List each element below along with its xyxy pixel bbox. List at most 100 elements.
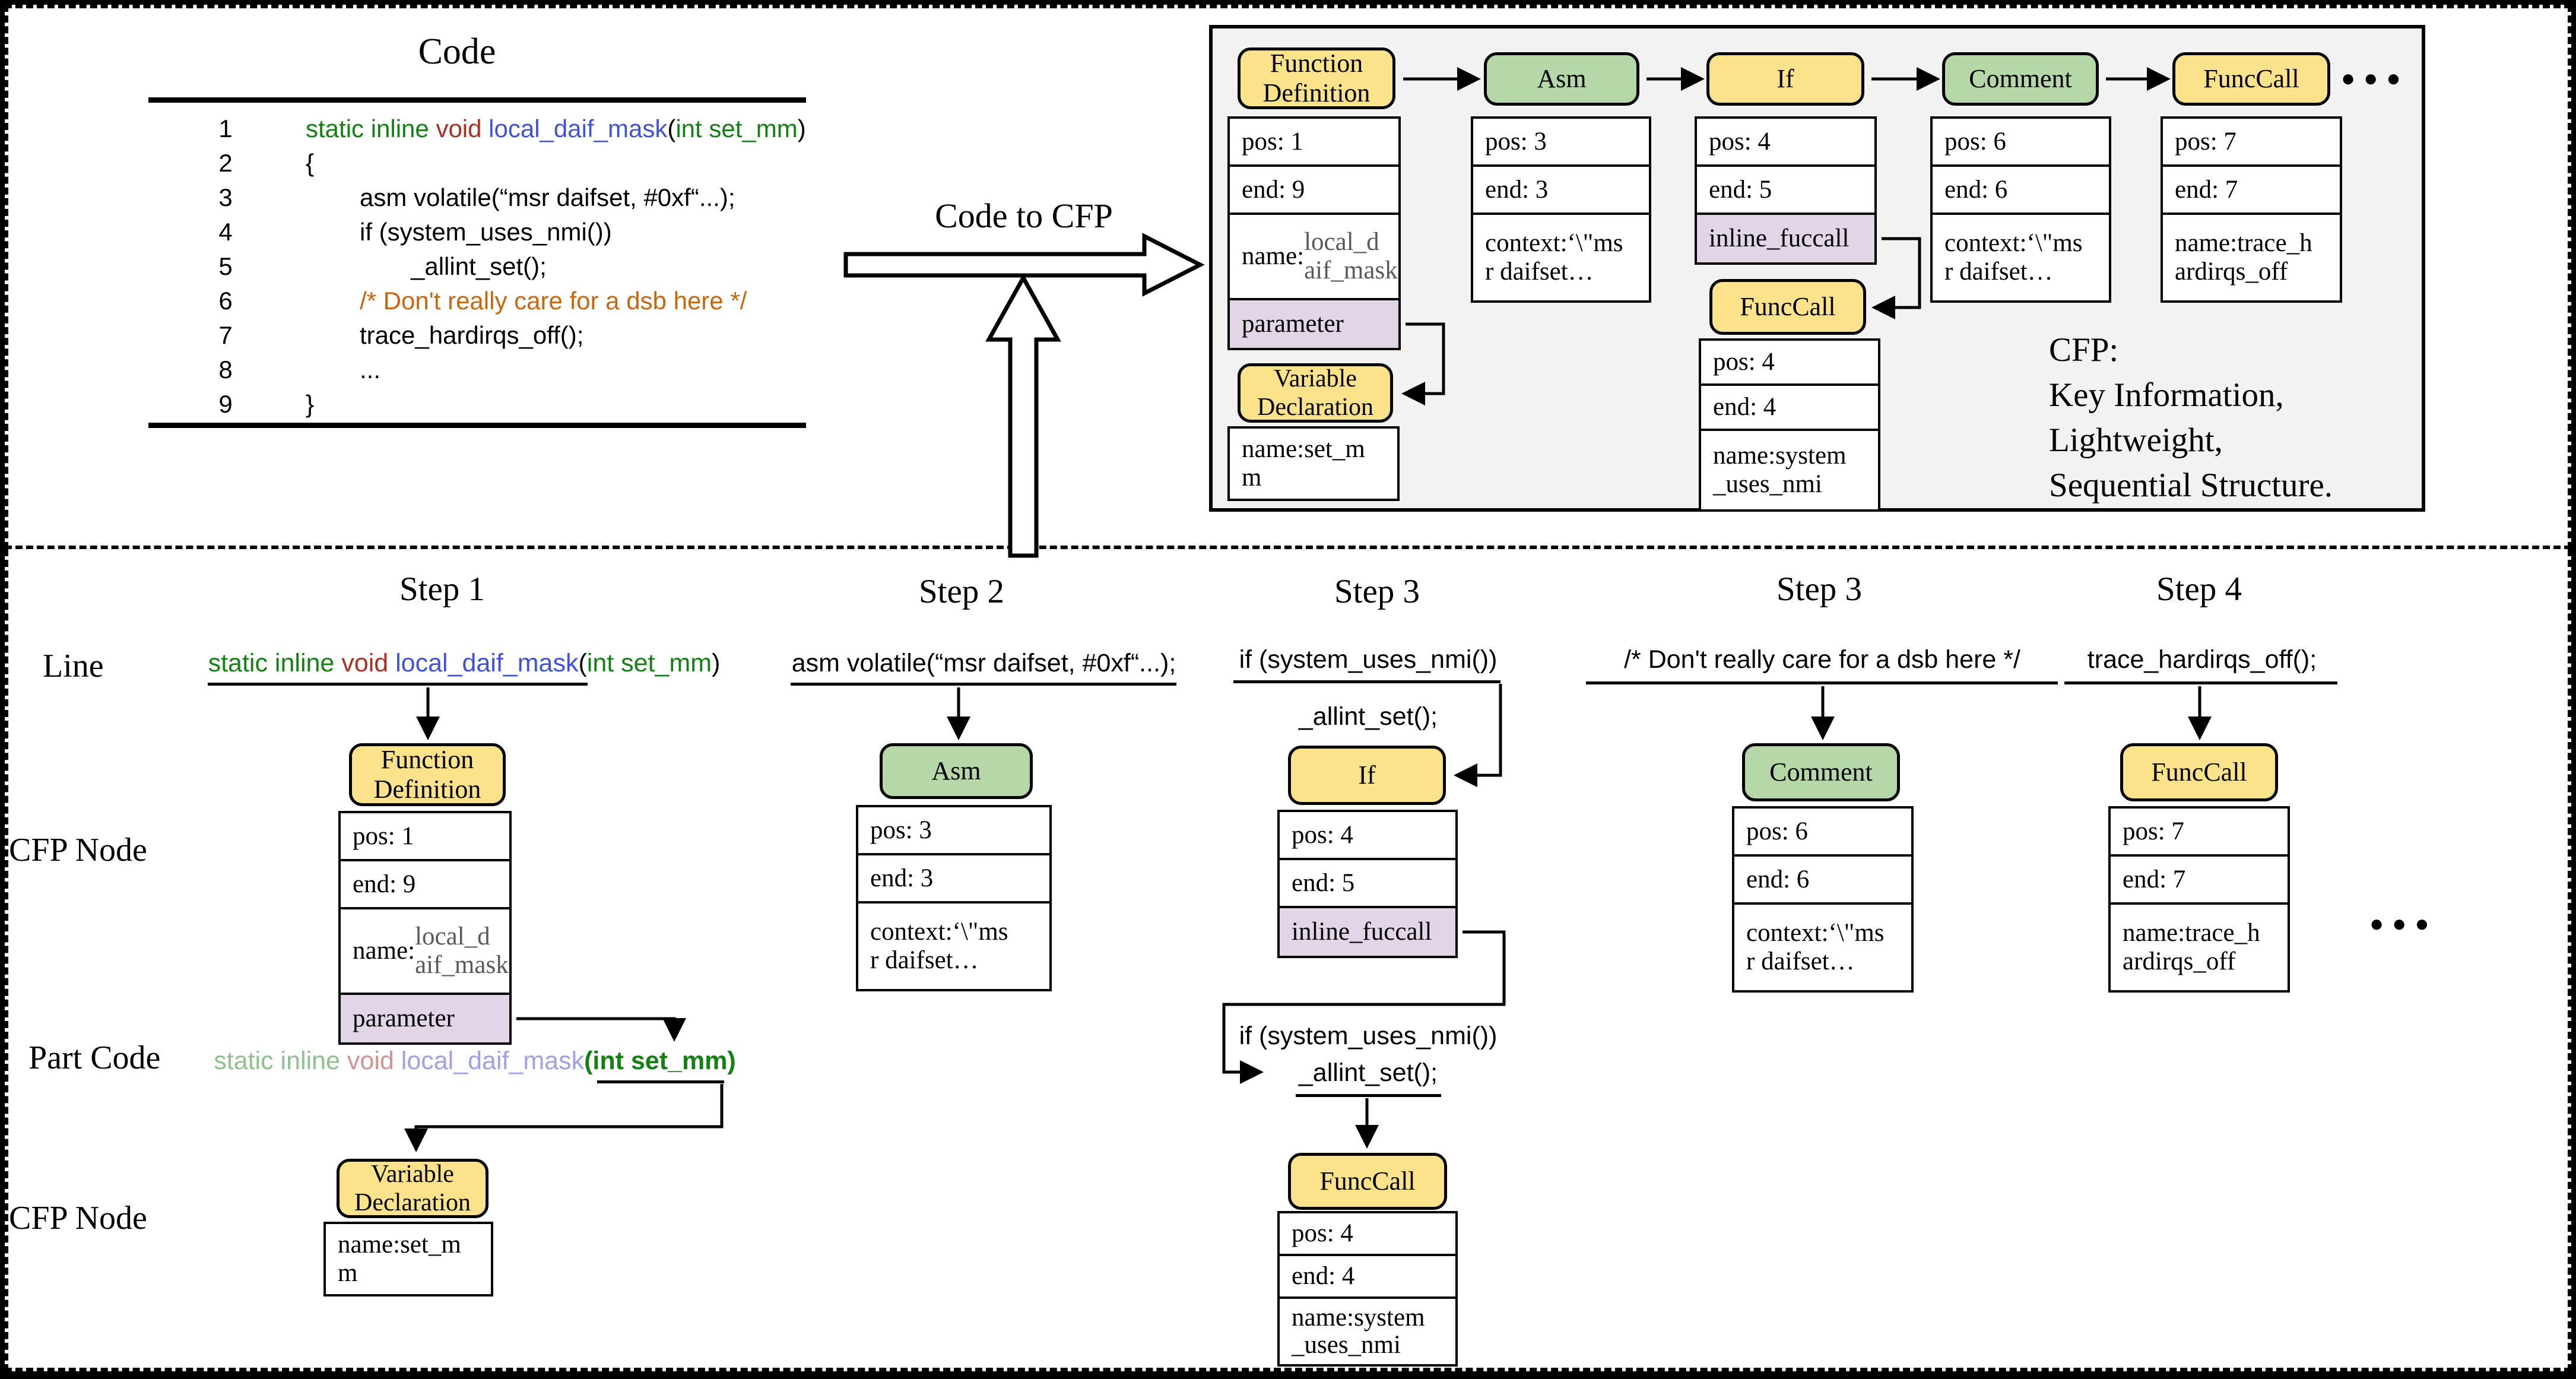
highlight-param: (int set_mm): [584, 1047, 736, 1075]
code-line-8: 8...: [208, 353, 813, 387]
node-function-definition: Function Definition: [1238, 47, 1395, 109]
step4-title: Step 4: [2156, 570, 2242, 608]
code-line-1: 1 static inline void local_daif_mask(int…: [208, 112, 813, 146]
step1-part-code: static inline void local_daif_mask(int s…: [214, 1046, 736, 1076]
code-block: 1 static inline void local_daif_mask(int…: [208, 112, 813, 421]
line-number: 2: [218, 149, 233, 177]
vd-attr-table: name:set_m m: [1227, 426, 1400, 501]
line-number: 1: [218, 115, 233, 142]
code-title: Code: [418, 31, 496, 72]
step3-part-code-2: _allint_set();: [1298, 1058, 1438, 1087]
funccall-attr-pos: pos: 7: [2163, 119, 2340, 167]
step1-line-code: static inline void local_daif_mask(int s…: [206, 648, 722, 678]
param-text: int set_mm: [586, 649, 712, 677]
asm-attr-pos: pos: 3: [1473, 119, 1649, 167]
step3b-node-comment: Comment: [1742, 743, 1900, 801]
step3-funccall-pos: pos: 4: [1280, 1213, 1455, 1256]
step2-line-code: asm volatile(“msr daifset, #0xf“...);: [791, 649, 1176, 677]
step4-node-funccall: FuncCall: [2120, 743, 2278, 801]
step3-line-code-2: _allint_set();: [1298, 702, 1438, 731]
step4-attr-table: pos: 7 end: 7 name:trace_h ardirqs_off: [2108, 806, 2290, 993]
asm-attr-table: pos: 3 end: 3 context:‘\"ms r daifset…: [1471, 116, 1651, 303]
step2-attr-context: context:‘\"ms r daifset…: [870, 918, 1008, 974]
step1-attr-parameter: parameter: [341, 995, 509, 1042]
attr-value: local_d aif_mask: [415, 922, 509, 979]
vd-attr-name: name:set_m m: [1242, 435, 1365, 492]
step1-attr-name: name:local_d aif_mask: [341, 909, 509, 995]
step3-funccall-end: end: 4: [1280, 1256, 1455, 1299]
asm-attr-end: end: 3: [1473, 167, 1649, 215]
faded-func-name: local_daif_mask: [401, 1047, 585, 1075]
if-attr-pos: pos: 4: [1697, 119, 1874, 167]
step3-line-code-1: if (system_uses_nmi()): [1239, 645, 1498, 674]
code-line-5: 5_allint_set();: [208, 249, 813, 284]
attr-key: name:: [353, 937, 415, 965]
step2-attr-pos: pos: 3: [858, 807, 1049, 855]
node-funccall: FuncCall: [2172, 52, 2330, 106]
funccall-attr-end: end: 7: [2163, 167, 2340, 215]
step3-attr-end: end: 5: [1280, 860, 1455, 908]
chain-ellipsis: ●●●: [2341, 65, 2409, 91]
line-number: 8: [218, 356, 233, 383]
step1-part-underline: [597, 1080, 724, 1083]
line-number: 3: [218, 183, 233, 211]
step3-node-if: If: [1288, 746, 1446, 805]
step3-part-underline: [1296, 1094, 1441, 1097]
faded-void: void: [347, 1047, 401, 1075]
code-text: trace_hardirqs_off();: [360, 321, 584, 349]
if-funccall-pos: pos: 4: [1701, 341, 1878, 386]
code-line-6: 6/* Don't really care for a dsb here */: [208, 284, 813, 318]
code-text: {: [306, 149, 315, 177]
comment-attr-context: context:‘\"ms r daifset…: [1944, 229, 2083, 286]
param-text: int set_mm: [675, 115, 798, 142]
step1-title: Step 1: [399, 570, 486, 608]
comment-attr-table: pos: 6 end: 6 context:‘\"ms r daifset…: [1930, 116, 2111, 303]
step3b-attr-end: end: 6: [1734, 857, 1911, 905]
step1-node-function-definition: Function Definition: [349, 743, 506, 806]
step3-underline: [1233, 680, 1500, 683]
step2-attr-table: pos: 3 end: 3 context:‘\"ms r daifset…: [856, 805, 1052, 991]
step3-attr-table: pos: 4 end: 5 inline_fuccall: [1277, 810, 1458, 958]
func-name: local_daif_mask: [488, 115, 668, 142]
bottom-ellipsis: ●●●: [2369, 910, 2438, 937]
comment-attr-end: end: 6: [1933, 167, 2109, 215]
node-asm: Asm: [1484, 52, 1639, 106]
if-attr-inline-fuccall: inline_fuccall: [1697, 215, 1874, 262]
step3b-line-code: /* Don't really care for a dsb here */: [1624, 645, 2020, 674]
code-text: }: [306, 390, 315, 418]
node-comment: Comment: [1942, 52, 2099, 106]
node-if: If: [1706, 52, 1864, 106]
step4-underline: [2064, 681, 2337, 684]
code-text: if (system_uses_nmi()): [360, 218, 612, 246]
step3-part-code-1: if (system_uses_nmi()): [1239, 1022, 1498, 1050]
if-funccall-name: name:system _uses_nmi: [1713, 442, 1847, 498]
step1-attr-table: pos: 1 end: 9 name:local_d aif_mask para…: [338, 811, 512, 1045]
step3b-underline: [1586, 681, 2058, 684]
step4-line-code: trace_hardirqs_off();: [2087, 645, 2317, 674]
code-text: asm volatile(“msr daifset, #0xf“...);: [360, 183, 735, 211]
if-funccall-end: end: 4: [1701, 386, 1878, 431]
faded-static-inline: static inline: [214, 1047, 347, 1075]
step4-attr-pos: pos: 7: [2111, 809, 2288, 857]
code-text: ...: [360, 356, 381, 383]
attr-key: name:: [1242, 242, 1305, 270]
if-attr-table: pos: 4 end: 5 inline_fuccall: [1695, 116, 1877, 265]
step3-funccall-name: name:system _uses_nmi: [1292, 1304, 1425, 1359]
node-variable-declaration: Variable Declaration: [1238, 363, 1393, 423]
row-label-part-code: Part Code: [28, 1039, 161, 1076]
step3b-attr-table: pos: 6 end: 6 context:‘\"ms r daifset…: [1732, 806, 1914, 993]
code-comment: /* Don't really care for a dsb here */: [360, 287, 747, 315]
code-bottom-rule: [148, 423, 806, 428]
step1-vd-table: name:set_m m: [323, 1222, 493, 1296]
if-funccall-attr-table: pos: 4 end: 4 name:system _uses_nmi: [1699, 338, 1880, 512]
step2-title: Step 2: [918, 573, 1005, 610]
transform-label: Code to CFP: [935, 196, 1113, 235]
step2-attr-end: end: 3: [858, 855, 1049, 904]
step3-attr-pos: pos: 4: [1280, 812, 1455, 860]
asm-attr-context: context:‘\"ms r daifset…: [1485, 229, 1623, 286]
line-number: 7: [218, 321, 233, 349]
step1-underline: [208, 683, 588, 686]
step1-attr-pos: pos: 1: [341, 813, 509, 861]
paren: (: [667, 115, 676, 142]
